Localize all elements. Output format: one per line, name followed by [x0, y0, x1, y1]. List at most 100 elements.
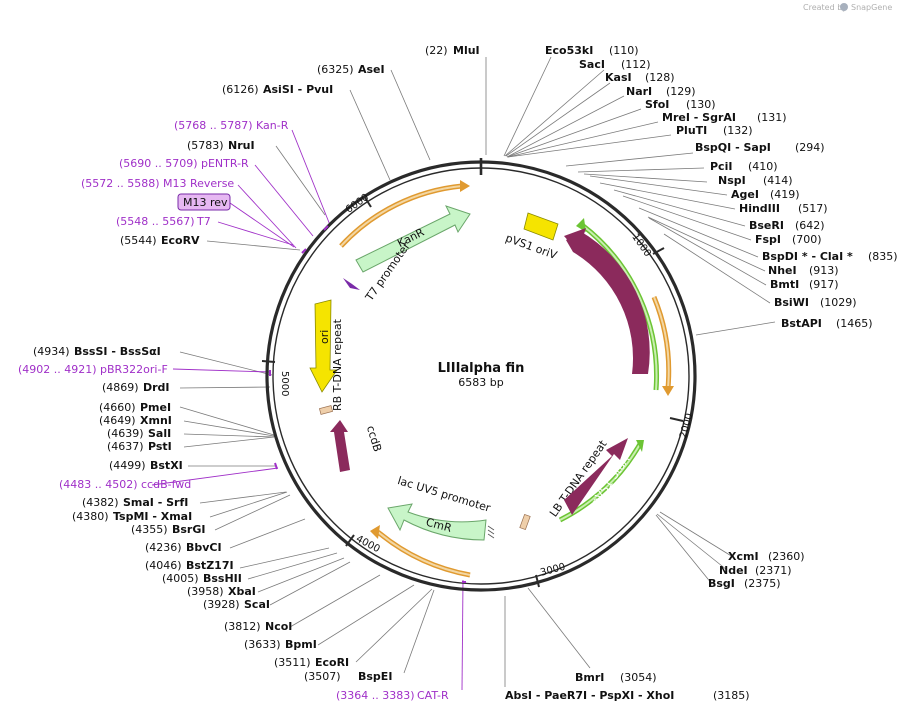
enzyme-name-fspi[interactable]: FspI: [755, 233, 781, 246]
credit-brand: SnapGene: [851, 3, 892, 12]
enzyme-name-saci[interactable]: SacI: [579, 58, 605, 71]
enzyme-pos-agei: (419): [770, 188, 800, 201]
primer-name-ccdb-fwd[interactable]: ccdB-fwd: [141, 478, 191, 491]
enzyme-pos-smai-srfi: (4382): [82, 496, 119, 509]
enzyme-name-asisi-pvui[interactable]: AsiSI - PvuI: [263, 83, 333, 96]
primer-name-pentr-r[interactable]: pENTR-R: [201, 157, 249, 170]
enzyme-name-bsgi[interactable]: BsgI: [708, 577, 735, 590]
enzyme-name-pcii[interactable]: PciI: [710, 160, 732, 173]
enzyme-pos-bsiwi: (1029): [820, 296, 857, 309]
enzyme-name-kasi[interactable]: KasI: [605, 71, 632, 84]
enzyme-name-bstxi[interactable]: BstXI: [150, 459, 183, 472]
enzyme-name-smai-srfi[interactable]: SmaI - SrfI: [123, 496, 188, 509]
enzyme-name-bspqi-sapi[interactable]: BspQI - SapI: [695, 141, 771, 154]
enzyme-name-mrei-sgrai[interactable]: MreI - SgrAI: [662, 111, 736, 124]
enzyme-pos-ndei: (2371): [755, 564, 792, 577]
enzyme-name-ncoi[interactable]: NcoI: [265, 620, 292, 633]
enzyme-name-bpmi[interactable]: BpmI: [285, 638, 317, 651]
enzyme-name-xcmi[interactable]: XcmI: [728, 550, 759, 563]
primer-name-m13-reverse[interactable]: M13 Reverse: [163, 177, 234, 190]
primer-name-pbr322ori-f[interactable]: pBR322ori-F: [100, 363, 168, 376]
enzyme-pos-sfoi: (130): [686, 98, 716, 111]
kanr-feature[interactable]: [355, 205, 471, 273]
enzyme-pos-pluti: (132): [723, 124, 753, 137]
enzyme-name-ecorv[interactable]: EcoRV: [161, 234, 200, 247]
enzyme-name-nrui[interactable]: NruI: [228, 139, 255, 152]
enzyme-name-tspmi-xmai[interactable]: TspMI - XmaI: [113, 510, 192, 523]
enzyme-name-nhei[interactable]: NheI: [768, 264, 797, 277]
enzyme-pos-xcmi: (2360): [768, 550, 805, 563]
pvs1-oriv-feature[interactable]: [523, 212, 559, 241]
enzyme-name-ndei[interactable]: NdeI: [719, 564, 748, 577]
pvs1-staa-feature[interactable]: [564, 438, 628, 515]
primer-name-kan-r[interactable]: Kan-R: [256, 119, 289, 132]
cmr-feature[interactable]: [387, 503, 487, 541]
enzyme-name-bsssi[interactable]: BssSI - BssSαI: [74, 345, 161, 358]
enzyme-pos-bpmi: (3633): [244, 638, 281, 651]
primer-name-m13-rev: M13 rev: [183, 196, 228, 209]
enzyme-pos-drdi: (4869): [102, 381, 139, 394]
enzyme-name-bsshii[interactable]: BssHII: [203, 572, 242, 585]
primer-range-t7: (5548 .. 5567): [116, 215, 195, 228]
enzyme-name-psti[interactable]: PstI: [148, 440, 172, 453]
t7-promoter-marker: [343, 278, 360, 290]
enzyme-pos-pcii: (410): [748, 160, 778, 173]
enzyme-name-bmti[interactable]: BmtI: [770, 278, 799, 291]
enzyme-name-xmni[interactable]: XmnI: [140, 414, 172, 427]
enzyme-name-absi-xhoi[interactable]: AbsI - PaeR7I - PspXI - XhoI: [505, 689, 674, 702]
enzyme-name-agei[interactable]: AgeI: [731, 188, 759, 201]
enzyme-name-bsrgi[interactable]: BsrGI: [172, 523, 205, 536]
enzyme-name-drdi[interactable]: DrdI: [143, 381, 170, 394]
enzyme-pos-bspqi-sapi: (294): [795, 141, 825, 154]
lb-tdna-marker: [519, 513, 531, 531]
enzyme-pos-saci: (112): [621, 58, 651, 71]
enzyme-name-eco53ki[interactable]: Eco53kI: [545, 44, 593, 57]
enzyme-name-xbai[interactable]: XbaI: [228, 585, 256, 598]
enzyme-pos-fspi: (700): [792, 233, 822, 246]
enzyme-pos-nari: (129): [666, 85, 696, 98]
primer-name-cat-r[interactable]: CAT-R: [417, 689, 449, 702]
enzyme-name-bspdi-clai[interactable]: BspDI * - ClaI *: [762, 250, 853, 263]
credit-prefix: Created by: [803, 3, 847, 12]
enzyme-pos-asisi-pvui: (6126): [222, 83, 259, 96]
m13-rev-badge[interactable]: [177, 193, 231, 211]
ccdb-feature[interactable]: [330, 420, 350, 472]
enzyme-name-bsiwi[interactable]: BsiWI: [774, 296, 809, 309]
primer-name-t7[interactable]: T7: [196, 215, 211, 228]
enzyme-name-asei[interactable]: AseI: [358, 63, 385, 76]
enzyme-pos-kasi: (128): [645, 71, 675, 84]
enzyme-name-hindiii[interactable]: HindIII: [739, 202, 780, 215]
enzyme-pos-mlui: (22): [425, 44, 448, 57]
enzyme-pos-ecorv: (5544): [120, 234, 157, 247]
enzyme-name-nspi[interactable]: NspI: [718, 174, 746, 187]
primer-marks: [269, 225, 466, 583]
lac-uv5-marker: [487, 525, 495, 539]
enzyme-name-pmei[interactable]: PmeI: [140, 401, 171, 414]
primer-range-pbr322ori-f: (4902 .. 4921): [18, 363, 97, 376]
enzyme-name-mlui[interactable]: MluI: [453, 44, 480, 57]
enzyme-name-pluti[interactable]: PluTI: [676, 124, 707, 137]
enzyme-name-bbvci[interactable]: BbvCI: [186, 541, 222, 554]
enzyme-name-ecori[interactable]: EcoRI: [315, 656, 349, 669]
enzyme-name-sfoi[interactable]: SfoI: [645, 98, 669, 111]
orange-arrow-bottom: [376, 530, 471, 578]
enzyme-name-bstz17i[interactable]: BstZ17I: [186, 559, 234, 572]
tick-5000: 5000: [279, 371, 290, 396]
primer-labels: (5768 .. 5787) Kan-R (5690 .. 5709) pENT…: [18, 119, 449, 702]
enzyme-pos-bseri: (642): [795, 219, 825, 232]
enzyme-name-scai[interactable]: ScaI: [244, 598, 270, 611]
enzyme-pos-sali: (4639): [107, 427, 144, 440]
enzyme-pos-eco53ki: (110): [609, 44, 639, 57]
enzyme-name-bspei[interactable]: BspEI: [358, 670, 392, 683]
enzyme-pos-ecori: (3511): [274, 656, 311, 669]
enzyme-pos-bspdi-clai: (835): [868, 250, 898, 263]
lac-uv5-label: lac UV5 promoter: [396, 474, 492, 515]
primer-range-cat-r: (3364 .. 3383): [336, 689, 415, 702]
enzyme-name-bmri[interactable]: BmrI: [575, 671, 604, 684]
enzyme-name-bseri[interactable]: BseRI: [749, 219, 784, 232]
enzyme-name-nari[interactable]: NarI: [626, 85, 652, 98]
ori-feature[interactable]: [309, 299, 338, 393]
enzyme-pos-nrui: (5783): [187, 139, 224, 152]
enzyme-name-sali[interactable]: SalI: [148, 427, 171, 440]
enzyme-name-bstapi[interactable]: BstAPI: [781, 317, 822, 330]
